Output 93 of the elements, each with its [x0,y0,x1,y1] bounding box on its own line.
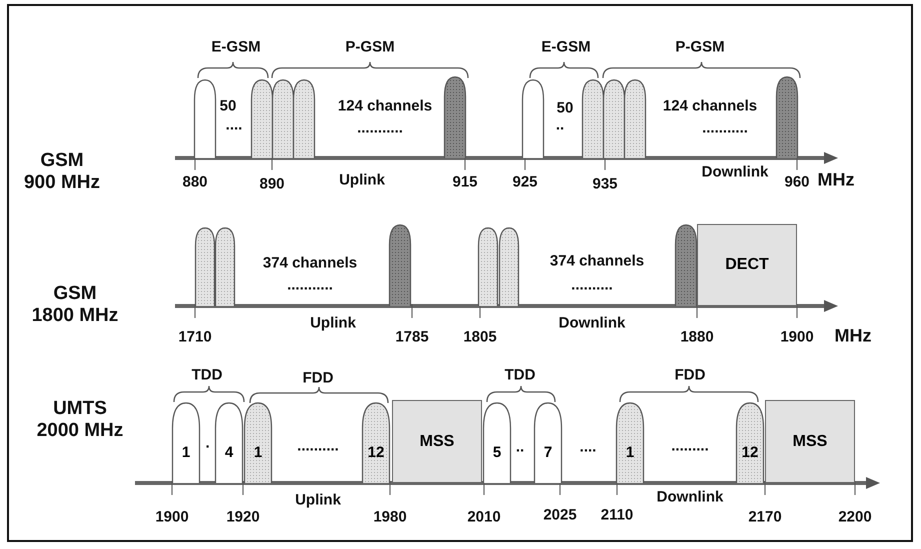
tick-label: 1920 [226,508,260,526]
channel-arch [444,77,466,158]
band-label: 124 channels [662,98,758,114]
band-group-label: TDD [504,366,536,384]
channel-arch [616,403,644,483]
channel-number: 7 [542,444,554,461]
tick-label: 2200 [838,508,872,526]
band-name: MSS [792,432,828,450]
band-group-label: FDD [302,370,334,386]
channel-arch [603,80,625,158]
band-label: 124 channels [338,98,432,114]
channel-number: 1 [180,444,192,461]
tick-label: 935 [592,176,618,192]
tick-label: 925 [512,174,538,190]
band-label: Uplink [295,492,341,508]
band-block [697,224,797,306]
tick-label: 2010 [467,508,501,526]
ellipsis: · [206,438,210,456]
tick-label: 890 [259,176,285,192]
tick-label: 960 [784,174,810,190]
channel-number: 12 [366,444,386,461]
tick-label: 1900 [780,328,814,346]
tick-label: 1980 [373,508,407,526]
channel-arch [172,403,200,483]
ellipsis: .... [580,438,596,456]
band-label: 374 channels [550,252,644,270]
band-label: 50 [556,100,574,116]
ellipsis: ........... [357,120,403,136]
channel-arch [195,228,215,306]
system-label: GSM 1800 MHz [31,283,119,327]
ellipsis: .......... [297,438,339,454]
channel-arch [194,80,216,158]
band-label: Downlink [558,314,626,332]
tick-label: 1805 [463,328,497,346]
tick-label: 1785 [395,328,429,346]
channel-arch [675,225,697,306]
band-group-label: E-GSM [211,38,261,56]
tick-label: 2110 [600,506,634,524]
band-name: DECT [725,256,769,274]
channel-arch [624,80,646,158]
tick-label: 880 [182,174,208,190]
band-label: Uplink [310,314,356,332]
channel-arch [215,228,235,306]
band-group-label: TDD [192,366,222,384]
system-label: GSM 900 MHz [23,150,101,194]
ellipsis: .. [516,438,524,456]
band-label: Downlink [702,164,768,180]
unit-label: MHz [818,170,854,190]
band-block [765,400,855,483]
channel-arch [244,403,272,483]
channel-arch [499,228,519,306]
band-block [392,400,482,483]
band-label: 50 [220,98,236,114]
ellipsis: ........... [702,120,748,136]
channel-arch [272,80,294,158]
channel-number: 12 [740,444,760,461]
band-group-label: FDD [674,366,706,384]
band-label: 374 channels [262,254,358,272]
channel-arch [215,403,243,483]
band-label: Downlink [656,488,724,506]
channel-arch [582,80,604,158]
channel-arch [776,77,798,158]
band-group-label: P-GSM [345,38,395,56]
channel-number: 1 [624,444,636,461]
ellipsis: ........... [287,276,333,294]
channel-arch [478,228,498,306]
channel-arch [293,80,315,158]
channel-arch [389,225,411,306]
ellipsis: .... [226,116,242,134]
channel-arch [522,80,544,158]
ellipsis: ......... [671,438,709,454]
tick-label: 2170 [748,508,782,526]
channel-arch [362,403,390,483]
channel-number: 5 [492,444,502,461]
channel-arch [534,403,562,483]
channel-number: 1 [252,444,264,461]
ellipsis: .......... [571,276,613,294]
channel-arch [736,403,764,483]
tick-label: 1880 [680,328,714,346]
unit-label: MHz [834,326,872,346]
channel-number: 4 [224,444,234,461]
band-name: MSS [420,432,454,450]
band-label: Uplink [339,172,385,188]
band-group-label: E-GSM [541,38,591,56]
tick-label: 915 [452,174,478,190]
channel-arch [483,403,511,483]
system-label: UMTS 2000 MHz [36,398,124,442]
channel-arch [251,80,273,158]
tick-label: 1900 [155,508,189,526]
tick-label: 1710 [178,328,212,346]
tick-label: 2025 [543,506,577,524]
band-group-label: P-GSM [675,38,725,56]
ellipsis: .. [556,116,564,134]
